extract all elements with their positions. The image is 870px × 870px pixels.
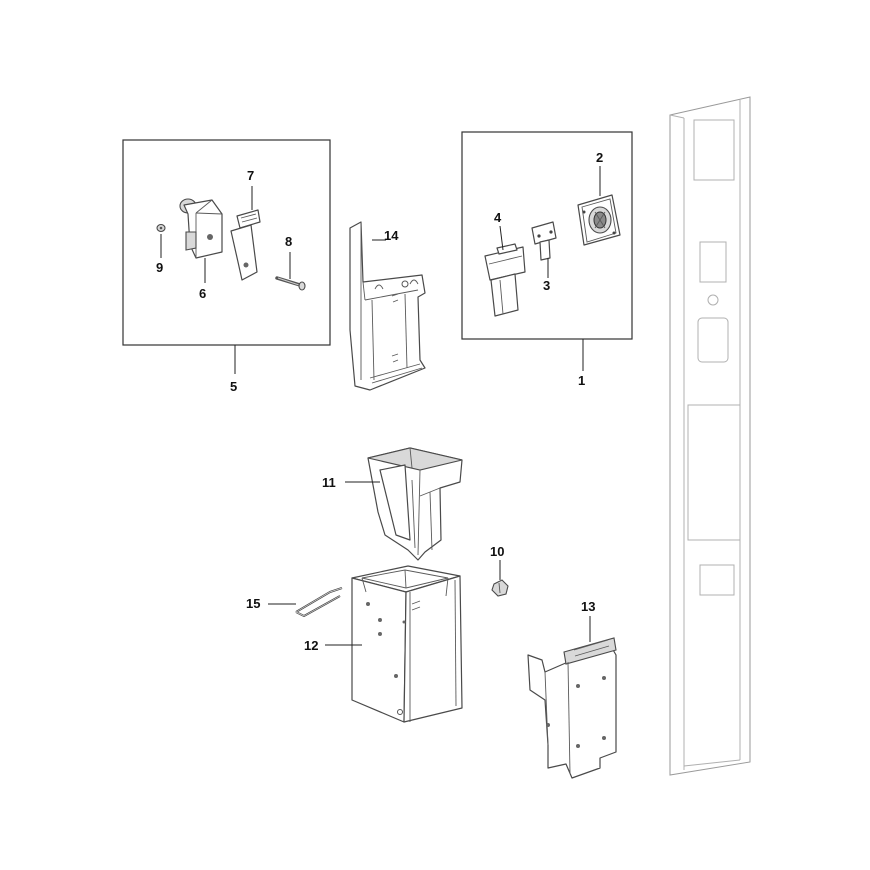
callout-10: 10	[490, 544, 504, 559]
callout-6: 6	[199, 286, 206, 301]
part-13-mounting-plate: 13	[527, 599, 617, 779]
part-11-chute: 11	[322, 447, 463, 561]
part-4-bracket	[484, 243, 526, 317]
callout-15: 15	[246, 596, 260, 611]
part-3-bracket	[531, 221, 557, 261]
kit-5-frame	[122, 139, 331, 346]
callout-9: 9	[156, 260, 163, 275]
callout-13: 13	[581, 599, 595, 614]
part-2-plate	[577, 194, 621, 246]
kit-1-frame	[461, 131, 633, 340]
part-9-nut	[156, 223, 166, 233]
callout-14: 14	[384, 228, 399, 243]
part-15-wire-clip: 15	[246, 587, 343, 617]
part-8-screw	[275, 276, 306, 291]
callout-3: 3	[543, 278, 550, 293]
callout-4: 4	[494, 210, 502, 225]
part-12-housing: 12	[304, 565, 463, 723]
callout-8: 8	[285, 234, 292, 249]
part-10-clip: 10	[490, 544, 509, 597]
callout-5: 5	[230, 379, 237, 394]
callout-1: 1	[578, 373, 585, 388]
kit-5-group: 9 6 7 8 5	[122, 139, 331, 394]
kit-1-group: 2 4 3 1	[461, 131, 633, 388]
callout-12: 12	[304, 638, 318, 653]
callout-2: 2	[596, 150, 603, 165]
part-7-bracket	[230, 209, 261, 281]
part-6-switch	[179, 198, 223, 259]
callout-11: 11	[322, 475, 336, 490]
callout-7: 7	[247, 168, 254, 183]
cabinet-side-panel	[669, 96, 751, 776]
part-14-bracket: 14	[349, 221, 426, 391]
